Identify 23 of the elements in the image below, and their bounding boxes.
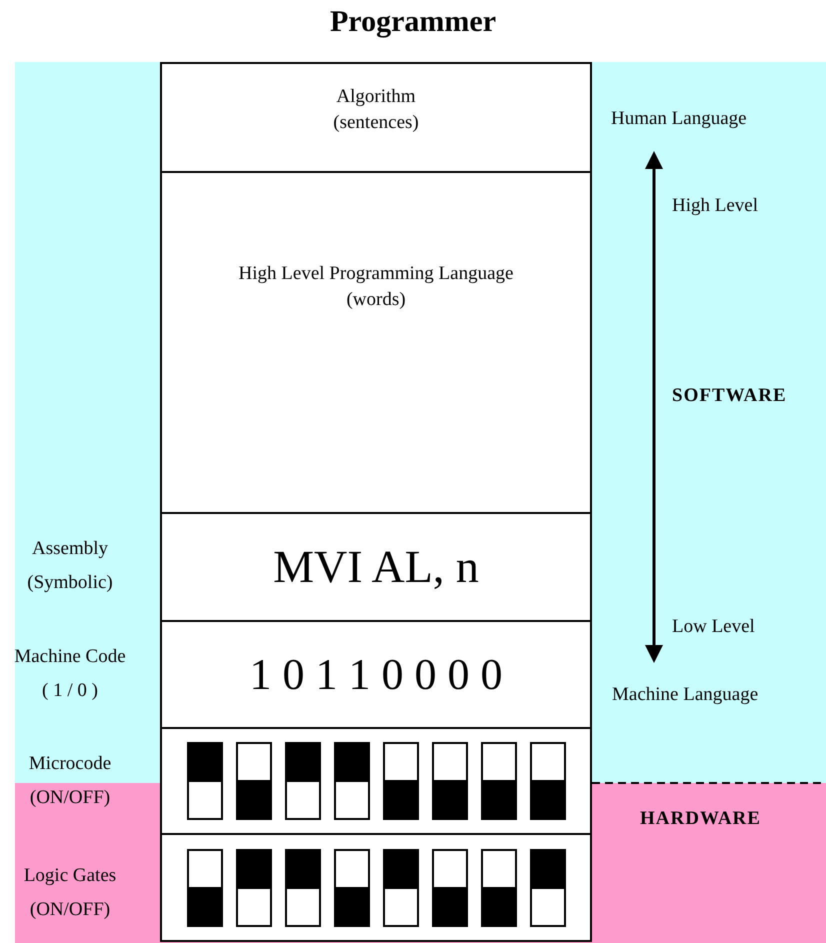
layer-caption: Assembly (Symbolic)	[26, 537, 114, 595]
layer-box	[160, 62, 592, 173]
layer-text: High Level Programming Language	[238, 262, 514, 286]
layer-caption: Microcode (ON/OFF)	[28, 752, 112, 810]
layer-text: (sentences)	[332, 111, 420, 135]
title: Programmer	[328, 5, 498, 39]
layer-caption: Logic Gates (ON/OFF)	[22, 864, 118, 922]
region-label: SOFTWARE	[672, 385, 787, 407]
code-text: 1 0 1 1 0 0 0 0	[250, 650, 502, 700]
layer-box	[160, 171, 592, 514]
layer-caption: Machine Code ( 1 / 0 )	[13, 644, 127, 702]
switch-panel	[160, 727, 592, 835]
switch-panel	[160, 833, 592, 942]
layer-box	[160, 620, 592, 729]
level-label: Human Language	[611, 108, 747, 130]
level-label: Machine Language	[612, 684, 758, 706]
region-label: HARDWARE	[640, 808, 761, 830]
level-label: High Level	[672, 195, 758, 217]
layer-box	[160, 512, 592, 622]
layer-text: (words)	[345, 288, 407, 312]
layer-text: Algorithm	[335, 85, 417, 109]
level-label: Low Level	[672, 616, 755, 638]
code-text: MVI AL, n	[273, 542, 479, 592]
